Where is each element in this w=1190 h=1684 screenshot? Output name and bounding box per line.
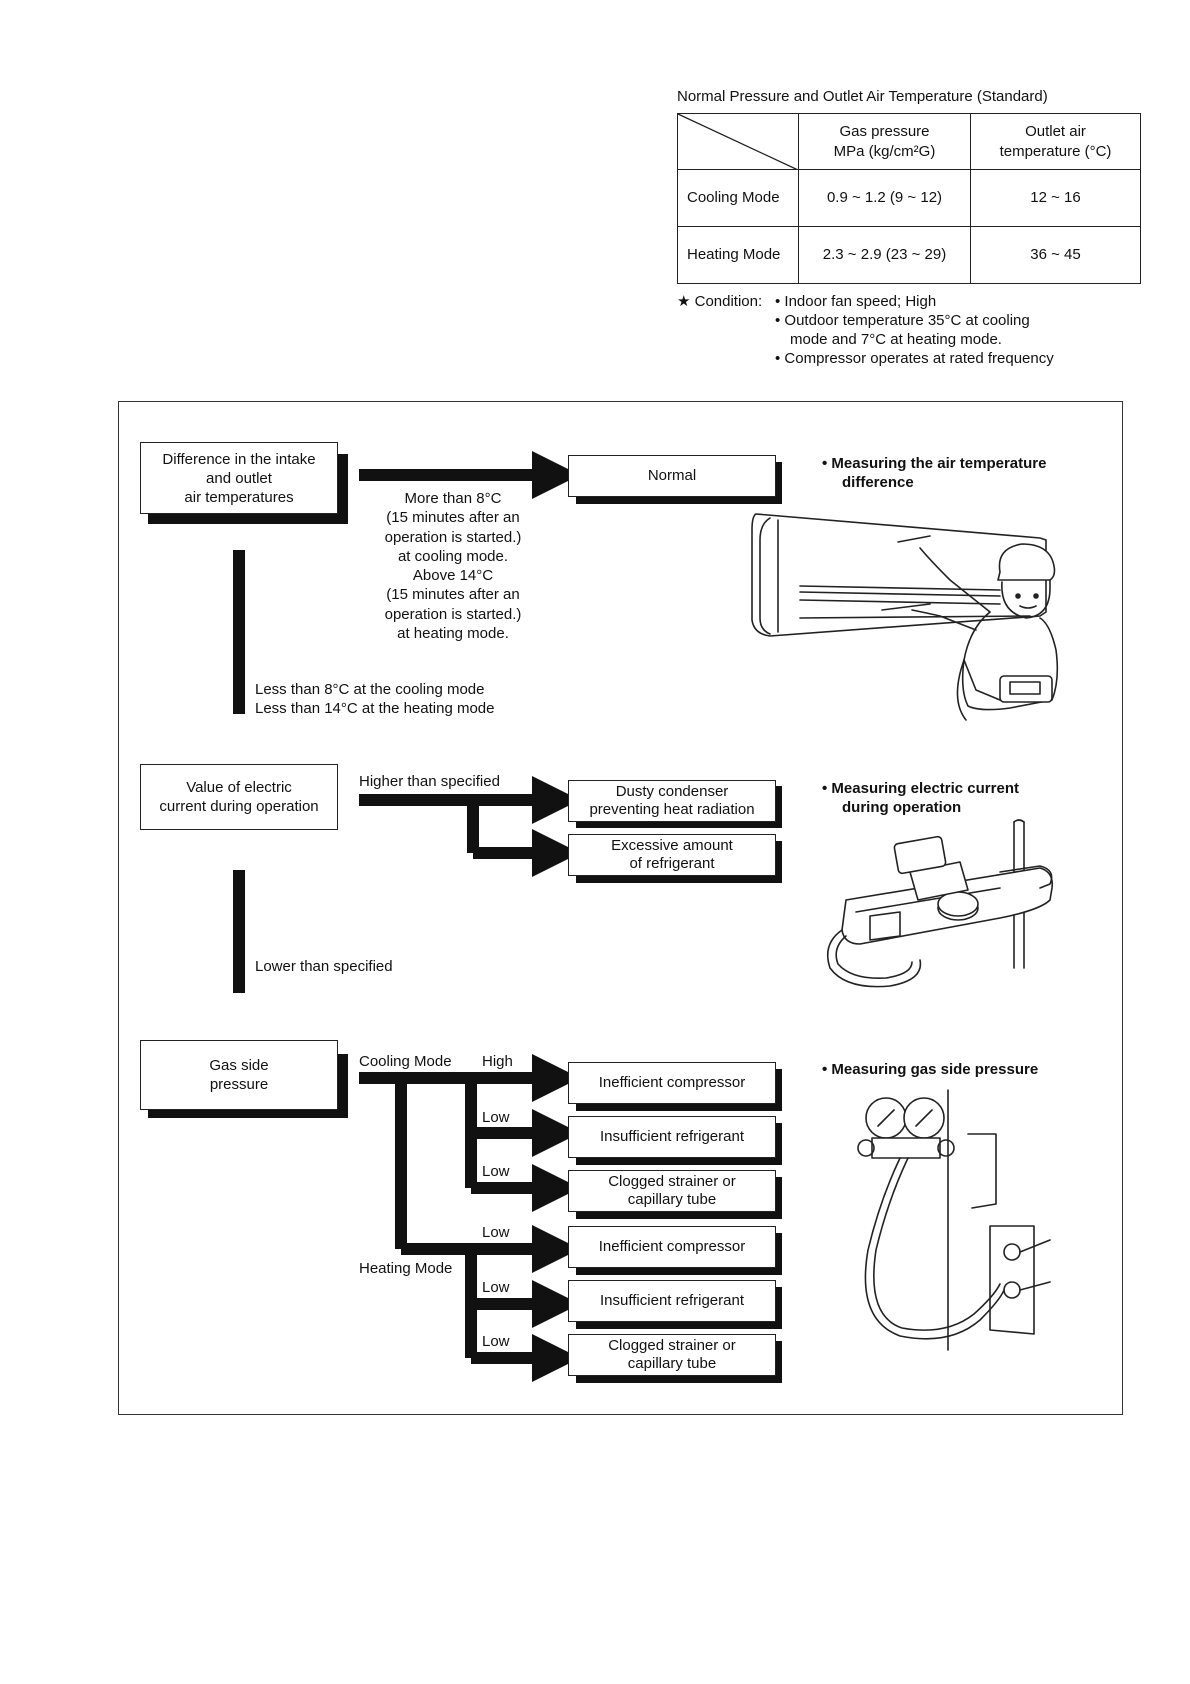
result-line: of refrigerant (629, 855, 715, 872)
table-row: Cooling Mode 0.9 ~ 1.2 (9 ~ 12) 12 ~ 16 (677, 169, 1141, 227)
condition-bullet-2b: mode and 7°C at heating mode. (790, 331, 1002, 348)
condition-label: ★ Condition: (677, 293, 763, 310)
start-box-electric-current: Value of electric current during operati… (140, 764, 338, 830)
start-box-line: Value of electric (186, 779, 292, 796)
cooling-mode-label: Cooling Mode (359, 1053, 452, 1070)
header-gas-pressure-line2: MPa (kg/cm²G) (833, 142, 936, 160)
higher-than-specified-label: Higher than specified (359, 773, 500, 790)
result-line: Excessive amount (611, 837, 733, 854)
start-box-line: and outlet (206, 469, 272, 487)
table-row: Heating Mode 2.3 ~ 2.9 (23 ~ 29) 36 ~ 45 (677, 226, 1141, 284)
result-inefficient-compressor: Inefficient compressor (568, 1226, 776, 1268)
row-temp: 12 ~ 16 (970, 169, 1141, 227)
header-outlet-temp: Outlet air temperature (°C) (970, 113, 1141, 170)
start-box-temperature-difference: Difference in the intake and outlet air … (140, 442, 338, 514)
measure-air-temp-title-2: difference (842, 474, 914, 491)
measure-current-title: • Measuring electric current (822, 780, 1019, 797)
header-outlet-temp-line1: Outlet air (1025, 122, 1086, 140)
result-insufficient-refrigerant: Insufficient refrigerant (568, 1280, 776, 1322)
result-clogged-strainer: Clogged strainer or capillary tube (568, 1334, 776, 1376)
result-insufficient-refrigerant: Insufficient refrigerant (568, 1116, 776, 1158)
pressure-level-label: Low (482, 1333, 510, 1350)
standard-pressure-table: Gas pressure MPa (kg/cm²G) Outlet air te… (677, 113, 1141, 284)
condition-line: at cooling mode. (397, 547, 509, 565)
condition-bullet-1: • Indoor fan speed; High (775, 293, 937, 310)
pressure-level-label: High (482, 1053, 513, 1070)
measure-gas-pressure-title: • Measuring gas side pressure (822, 1061, 1039, 1078)
start-box-line: Difference in the intake (162, 450, 316, 468)
condition-line: Above 14°C (412, 567, 494, 585)
header-gas-pressure-line1: Gas pressure (839, 122, 930, 140)
table-title: Normal Pressure and Outlet Air Temperatu… (677, 88, 1048, 105)
heating-mode-label: Heating Mode (359, 1260, 453, 1277)
start-box-line: air temperatures (184, 488, 294, 506)
row-mode: Heating Mode (677, 226, 799, 284)
header-gas-pressure: Gas pressure MPa (kg/cm²G) (798, 113, 971, 170)
diagonal-line (678, 114, 798, 170)
diagnosis-flowchart-frame (118, 401, 1123, 1415)
condition-bullet-2a: • Outdoor temperature 35°C at cooling (775, 312, 1030, 329)
pressure-level-label: Low (482, 1109, 510, 1126)
result-clogged-strainer: Clogged strainer or capillary tube (568, 1170, 776, 1212)
result-line: Insufficient refrigerant (600, 1292, 744, 1309)
result-line: capillary tube (627, 1355, 717, 1372)
row-temp: 36 ~ 45 (970, 226, 1141, 284)
condition-line: (15 minutes after an (386, 586, 520, 604)
result-line: Clogged strainer or (608, 1337, 736, 1354)
result-line: Inefficient compressor (598, 1074, 746, 1091)
start-box-line: pressure (209, 1076, 269, 1093)
condition-line: (15 minutes after an (386, 509, 520, 527)
condition-bullet-3: • Compressor operates at rated frequency (775, 350, 1054, 367)
start-box-line: Gas side (209, 1057, 269, 1074)
pressure-level-label: Low (482, 1279, 510, 1296)
lower-condition-line2: Less than 14°C at the heating mode (255, 700, 495, 717)
pressure-level-label: Low (482, 1224, 510, 1241)
temperature-condition-text: More than 8°C (15 minutes after an opera… (362, 489, 544, 643)
condition-line: at heating mode. (397, 625, 509, 643)
result-line: Dusty condenser (615, 783, 729, 800)
measure-air-temp-title: • Measuring the air temperature (822, 455, 1047, 472)
table-corner-cell (677, 113, 799, 170)
start-box-line: current during operation (159, 798, 319, 815)
condition-line: operation is started.) (384, 605, 522, 623)
result-line: Insufficient refrigerant (600, 1128, 744, 1145)
result-normal: Normal (568, 455, 776, 497)
result-excessive-refrigerant: Excessive amount of refrigerant (568, 834, 776, 876)
result-inefficient-compressor: Inefficient compressor (568, 1062, 776, 1104)
measure-current-title-2: during operation (842, 799, 962, 816)
start-box-gas-side-pressure: Gas side pressure (140, 1040, 338, 1110)
result-line: preventing heat radiation (589, 801, 755, 818)
result-dusty-condenser: Dusty condenser preventing heat radiatio… (568, 780, 776, 822)
condition-line: More than 8°C (404, 490, 502, 507)
lower-condition-line1: Less than 8°C at the cooling mode (255, 681, 485, 698)
lower-than-specified-label: Lower than specified (255, 958, 393, 975)
pressure-level-label: Low (482, 1163, 510, 1180)
result-line: capillary tube (627, 1191, 717, 1208)
header-outlet-temp-line2: temperature (°C) (999, 142, 1112, 160)
condition-line: operation is started.) (384, 528, 522, 546)
result-line: Inefficient compressor (598, 1238, 746, 1255)
result-line: Clogged strainer or (608, 1173, 736, 1190)
